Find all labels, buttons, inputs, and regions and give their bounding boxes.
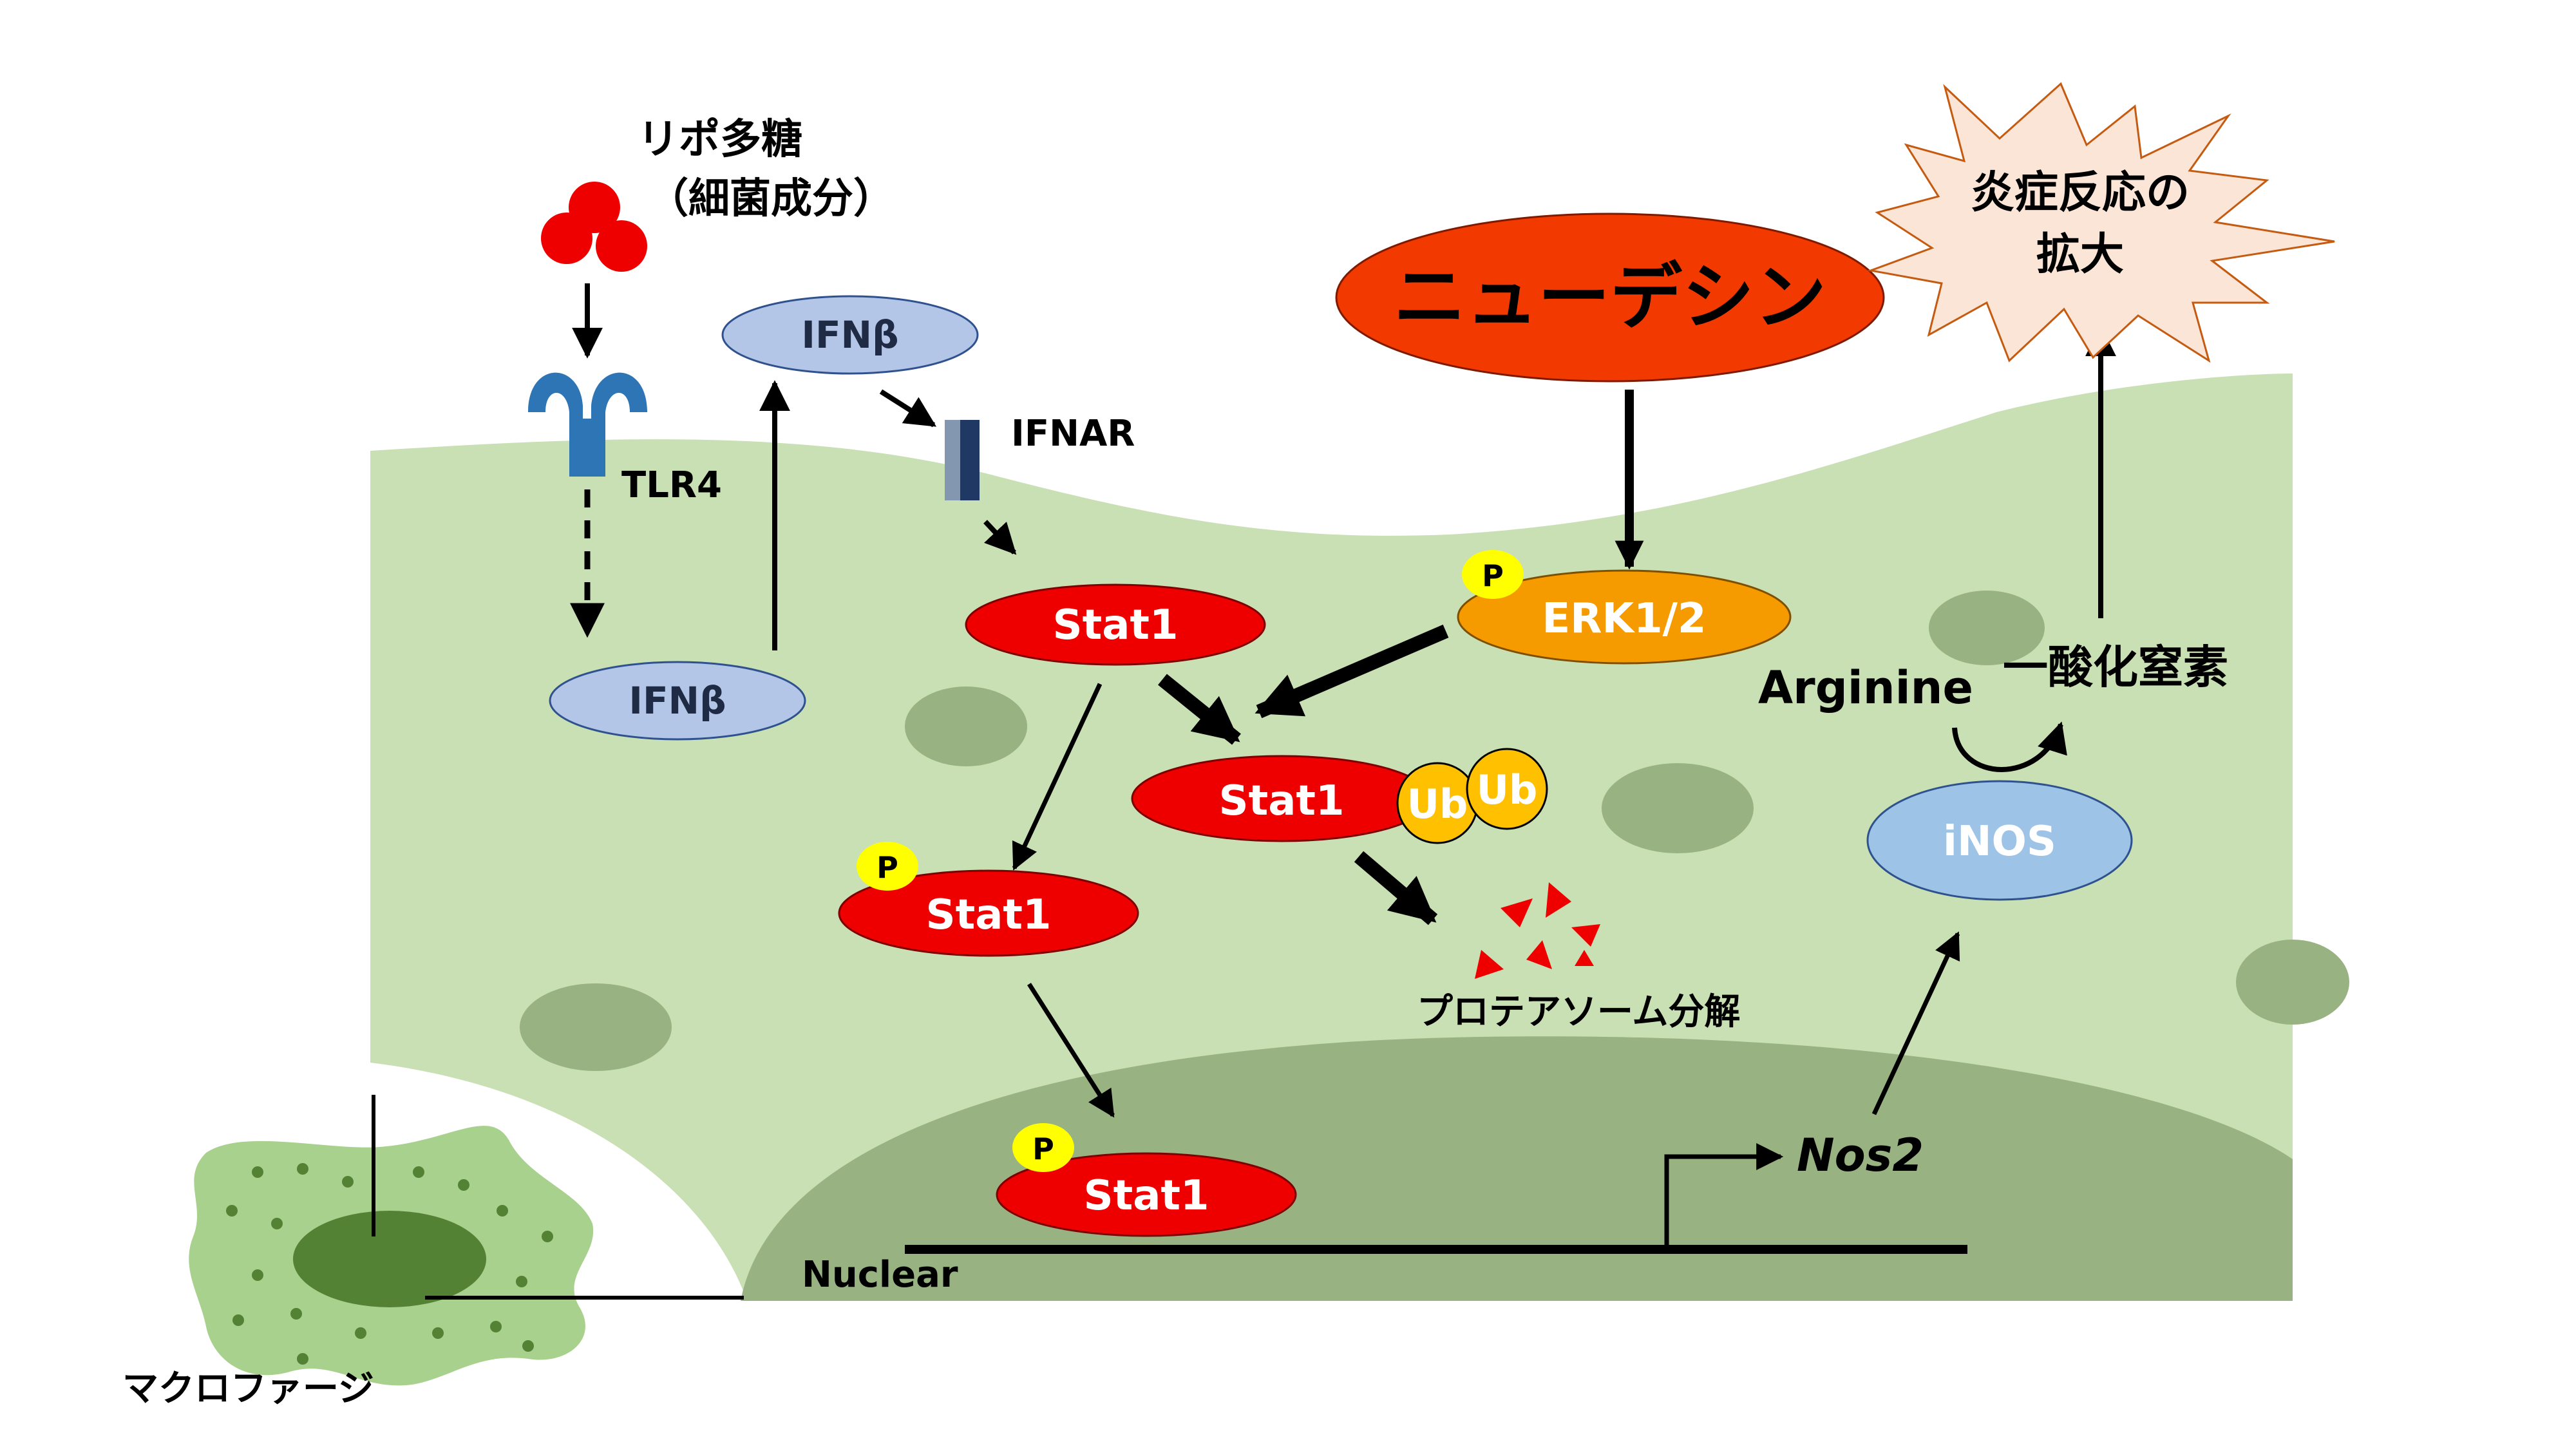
inflammation-label-line1: 炎症反応の — [1971, 167, 2190, 218]
stat1-p-left-phospho-badge — [857, 842, 918, 891]
ifnar-receptor-dark — [960, 420, 980, 500]
lps-sublabel: （細菌成分） — [647, 175, 895, 223]
lps-label: リポ多糖 — [638, 116, 802, 164]
vesicle — [1602, 763, 1754, 853]
ub-badge-2 — [1466, 748, 1548, 830]
arginine-label: Arginine — [1758, 661, 1973, 714]
arrow-stat1-nuclear-translocation — [1027, 983, 1115, 1118]
erk-phospho-label: P — [1482, 558, 1504, 593]
erk-phospho-badge — [1462, 550, 1524, 599]
arrow-proteasome-degradation — [1354, 851, 1438, 925]
arrow-ifnb-ifnar — [879, 389, 937, 428]
ifnb-bottom-ellipse — [549, 661, 806, 741]
ifnar-label: IFNAR — [1011, 413, 1135, 455]
lps-molecule — [541, 182, 647, 272]
arrow-stat1-ubiquitination — [1158, 674, 1241, 745]
stat1-p-nuclear-phospho-label: P — [1032, 1132, 1054, 1166]
macrophage-label: マクロファージ — [122, 1368, 374, 1410]
stat1-p-left-phospho-label: P — [876, 850, 898, 885]
promoter-arrow — [1664, 1143, 1784, 1249]
stat1-upper-ellipse — [965, 583, 1266, 666]
stat1-p-left-ellipse — [838, 869, 1139, 957]
arrow-nos2-inos — [1871, 931, 1960, 1115]
degraded-fragments-icon — [1475, 882, 1600, 979]
macrophage-icon — [189, 1126, 594, 1386]
ifnb-top-ellipse — [721, 295, 979, 375]
proteasome-label: プロテアソーム分解 — [1417, 991, 1740, 1033]
ub-label-1: Ub — [1407, 781, 1468, 828]
erk-ellipse — [1457, 569, 1792, 665]
neudesin-label: ニューデシン — [1394, 256, 1826, 339]
inflammation-burst-icon — [1867, 82, 2335, 363]
arrow-ifnar-stat1 — [983, 520, 1017, 555]
stat1-upper-label: Stat1 — [1053, 601, 1179, 649]
vesicle — [1929, 591, 2045, 665]
arrow-stat1-phosphorylation — [1012, 683, 1103, 871]
stat1-p-left-label: Stat1 — [926, 891, 1052, 939]
arrow-arginine-to-no — [1952, 721, 2067, 772]
nitric-oxide-label: 一酸化窒素 — [2003, 641, 2228, 694]
stat1-p-nuclear-ellipse — [996, 1152, 1297, 1237]
nos2-gene-label: Nos2 — [1797, 1129, 1924, 1182]
inos-label: iNOS — [1943, 818, 2056, 866]
vesicle — [2236, 940, 2349, 1025]
neudesin-ellipse — [1335, 213, 1885, 383]
stat1-ub-label: Stat1 — [1219, 777, 1345, 825]
ifnb-bottom-label: IFNβ — [629, 679, 726, 723]
erk-label: ERK1/2 — [1542, 595, 1706, 643]
ub-label-2: Ub — [1477, 766, 1538, 813]
vesicle — [905, 687, 1027, 766]
tlr4-receptor-icon — [528, 372, 647, 477]
nuclear-label: Nuclear — [802, 1254, 958, 1296]
stat1-p-nuclear-label: Stat1 — [1084, 1172, 1209, 1220]
inflammation-label-line2: 拡大 — [2036, 229, 2124, 280]
ifnb-top-label: IFNβ — [801, 313, 898, 357]
stat1-p-nuclear-phospho-badge — [1012, 1123, 1074, 1172]
arrow-erk-stat1 — [1255, 624, 1449, 719]
vesicle — [520, 983, 672, 1071]
inos-ellipse — [1866, 780, 2133, 901]
ifnar-receptor-light — [945, 420, 960, 500]
tlr4-label: TLR4 — [621, 464, 722, 506]
